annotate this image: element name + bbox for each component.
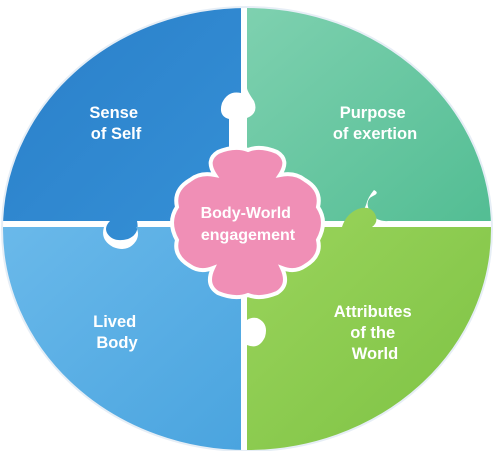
- label-lived-body: Lived Body: [93, 313, 141, 352]
- label-attributes-line1: Attributes: [334, 303, 412, 321]
- label-center-line1: Body-World: [201, 205, 291, 222]
- label-center-line2: engagement: [201, 227, 296, 244]
- label-purpose-line2: of exertion: [333, 125, 417, 143]
- label-sense-of-self-line2: of Self: [91, 125, 142, 143]
- label-purpose-line1: Purpose: [340, 104, 406, 122]
- label-attributes-line2: of the: [350, 324, 395, 342]
- label-body-world-engagement: Body-World engagement: [201, 205, 296, 244]
- label-lived-body-line1: Lived: [93, 313, 136, 331]
- label-sense-of-self-line1: Sense: [89, 104, 138, 122]
- center-piece: [170, 145, 325, 300]
- label-lived-body-line2: Body: [96, 334, 138, 352]
- label-sense-of-self: Sense of Self: [89, 104, 142, 143]
- circle-rim: [1, 6, 493, 451]
- label-purpose-of-exertion: Purpose of exertion: [333, 104, 417, 143]
- label-attributes-line3: World: [352, 345, 398, 363]
- label-attributes-of-the-world: Attributes of the World: [334, 303, 417, 363]
